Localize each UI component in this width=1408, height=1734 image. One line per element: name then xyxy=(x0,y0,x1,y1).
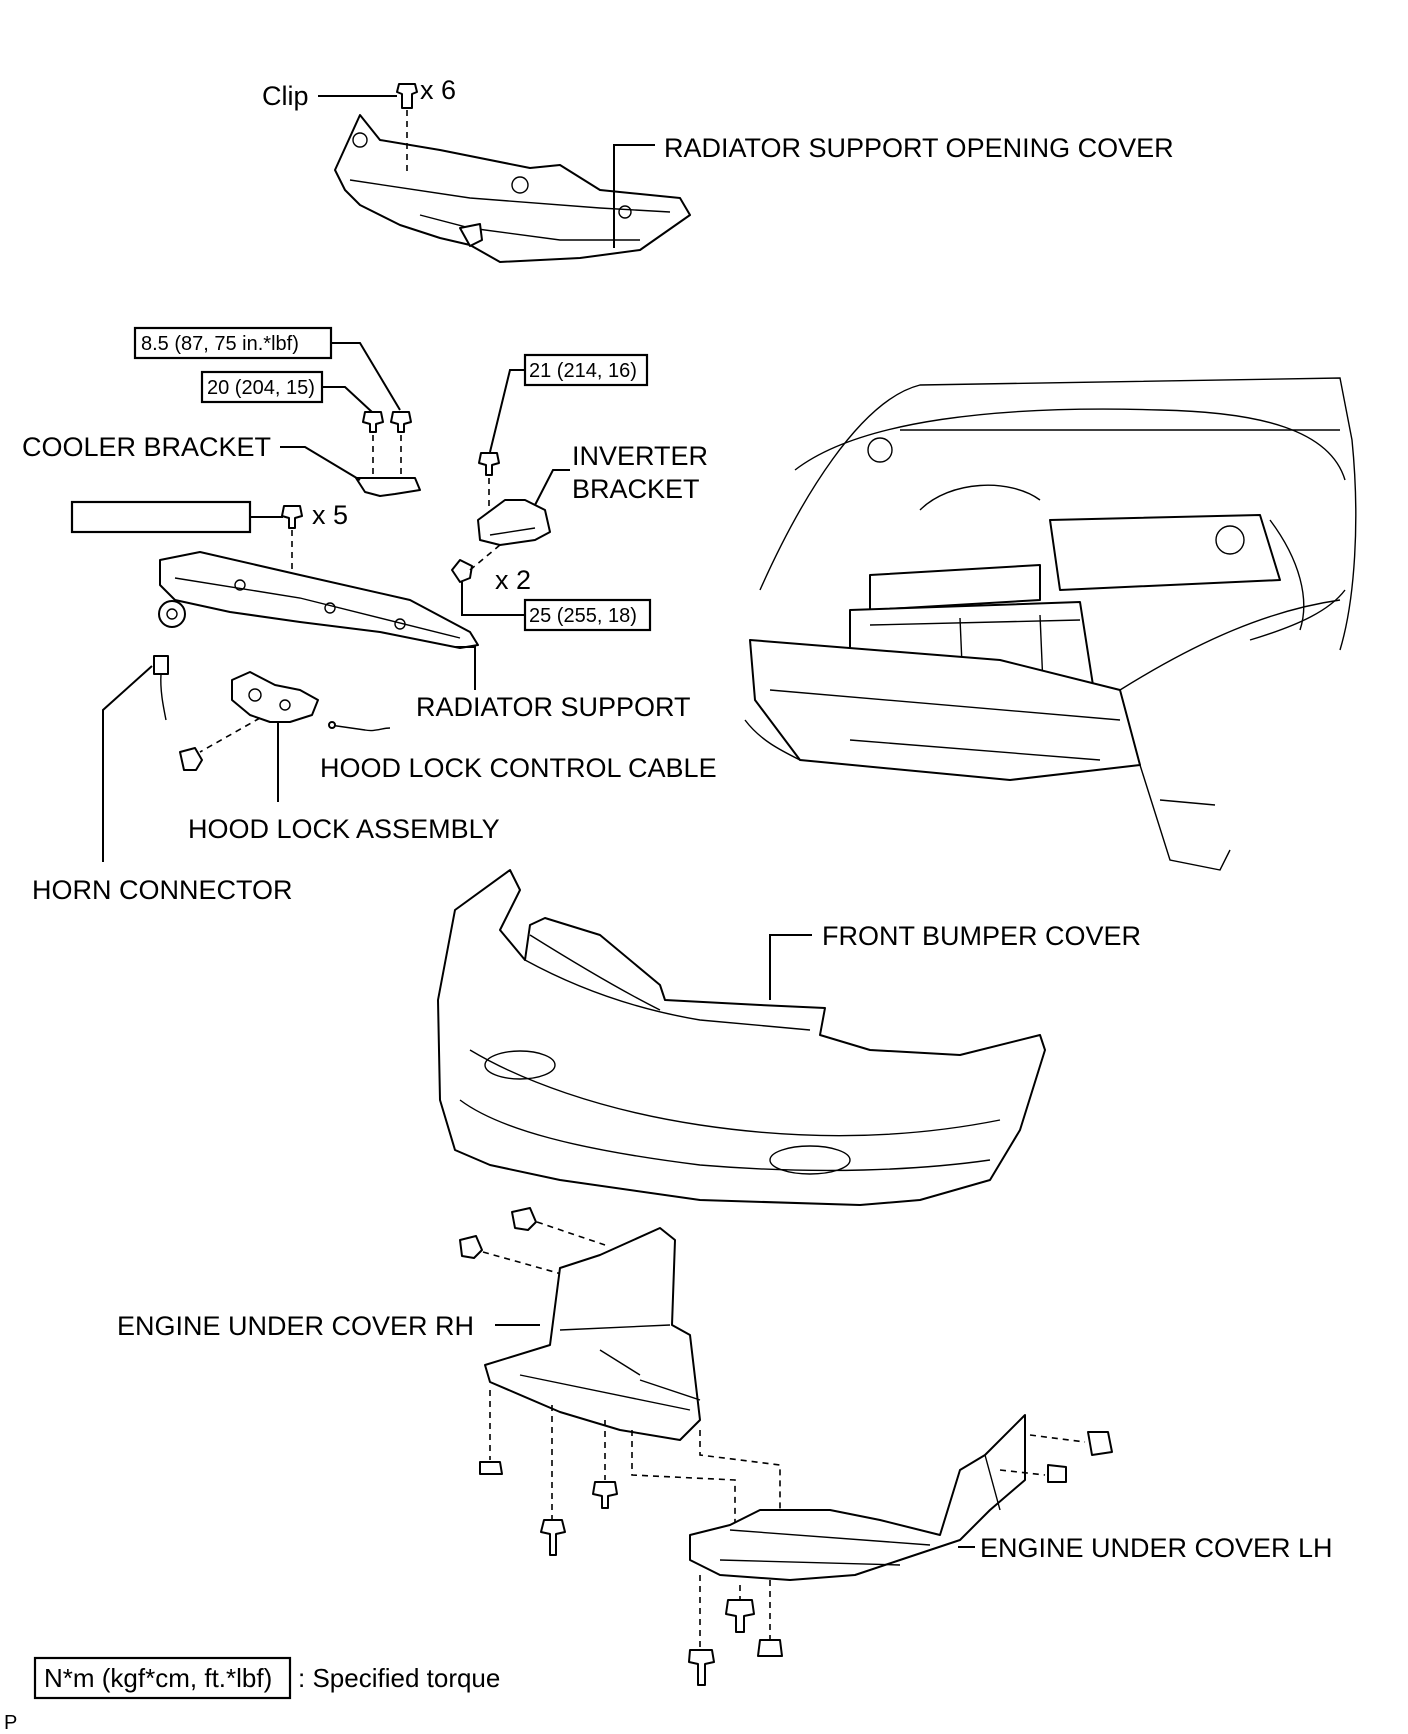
horn-connector xyxy=(153,655,169,721)
bolt-icon xyxy=(281,505,303,529)
torque-inverter-lower: 25 (255, 18) xyxy=(529,605,637,627)
horn-connector-label: HORN CONNECTOR xyxy=(32,875,293,905)
hood-lock-assembly xyxy=(231,671,319,723)
cooler-bracket xyxy=(355,477,421,497)
bolt-icon xyxy=(540,1519,566,1556)
radiator-support-opening-cover xyxy=(334,114,691,263)
bolt-icon xyxy=(757,1639,783,1657)
bolt-icon xyxy=(390,411,412,433)
hood-lock-assembly-label: HOOD LOCK ASSEMBLY xyxy=(188,814,500,844)
torque-cooler-upper: 8.5 (87, 75 in.*lbf) xyxy=(141,333,299,355)
fastener-clip-icon xyxy=(511,1207,537,1231)
torque-box-inverter-upper xyxy=(523,353,649,387)
vehicle-front-illustration xyxy=(744,377,1357,871)
front-bumper-cover xyxy=(437,869,1046,1206)
bolt-icon xyxy=(1047,1464,1067,1483)
inverter-bolt-qty: x 2 xyxy=(495,565,531,595)
bolt-icon xyxy=(451,559,473,583)
front-bumper-cover-label: FRONT BUMPER COVER xyxy=(822,921,1141,951)
engine-under-cover-rh xyxy=(484,1227,701,1441)
engine-under-cover-lh-label: ENGINE UNDER COVER LH xyxy=(980,1533,1333,1563)
cooler-bracket-label: COOLER BRACKET xyxy=(22,432,271,462)
bolt-icon xyxy=(362,411,384,433)
torque-box-cooler-lower xyxy=(200,370,324,404)
torque-box-radiator-support xyxy=(70,500,252,534)
legend-unit-text: N*m (kgf*cm, ft.*lbf) xyxy=(44,1663,272,1693)
clip-label: Clip xyxy=(262,81,309,111)
clip-qty: x 6 xyxy=(420,75,456,105)
hood-lock-control-cable-label: HOOD LOCK CONTROL CABLE xyxy=(320,753,717,783)
inverter-bracket-label-line1: INVERTER xyxy=(572,441,708,471)
bolt-icon xyxy=(592,1481,618,1509)
legend-description: : Specified torque xyxy=(298,1663,500,1693)
bolt-icon xyxy=(479,1461,503,1475)
bolt-icon xyxy=(459,1235,483,1259)
bolt-icon xyxy=(688,1649,715,1686)
radiator-support-opening-cover-label: RADIATOR SUPPORT OPENING COVER xyxy=(664,133,1174,163)
fastener-clip-icon xyxy=(1087,1431,1113,1456)
clip-icon xyxy=(396,83,418,172)
bolt-icon xyxy=(179,747,203,771)
hood-lock-control-cable xyxy=(328,721,391,732)
inverter-bracket xyxy=(477,499,551,546)
inverter-bracket-label-line2: BRACKET xyxy=(572,474,700,504)
engine-under-cover-lh xyxy=(689,1414,1026,1581)
torque-box-inverter-lower xyxy=(523,598,652,632)
torque-inverter-upper: 21 (214, 16) xyxy=(529,360,637,382)
legend-unit-box xyxy=(33,1656,292,1700)
radiator-support-label: RADIATOR SUPPORT xyxy=(416,692,691,722)
bolt-icon xyxy=(725,1599,755,1633)
radiator-support-bolt-qty: x 5 xyxy=(312,500,348,530)
bolt-icon xyxy=(478,452,500,476)
engine-under-cover-rh-label: ENGINE UNDER COVER RH xyxy=(117,1311,474,1341)
radiator-support xyxy=(158,551,479,649)
corner-mark: P xyxy=(4,1712,17,1734)
torque-cooler-lower: 20 (204, 15) xyxy=(207,377,315,399)
